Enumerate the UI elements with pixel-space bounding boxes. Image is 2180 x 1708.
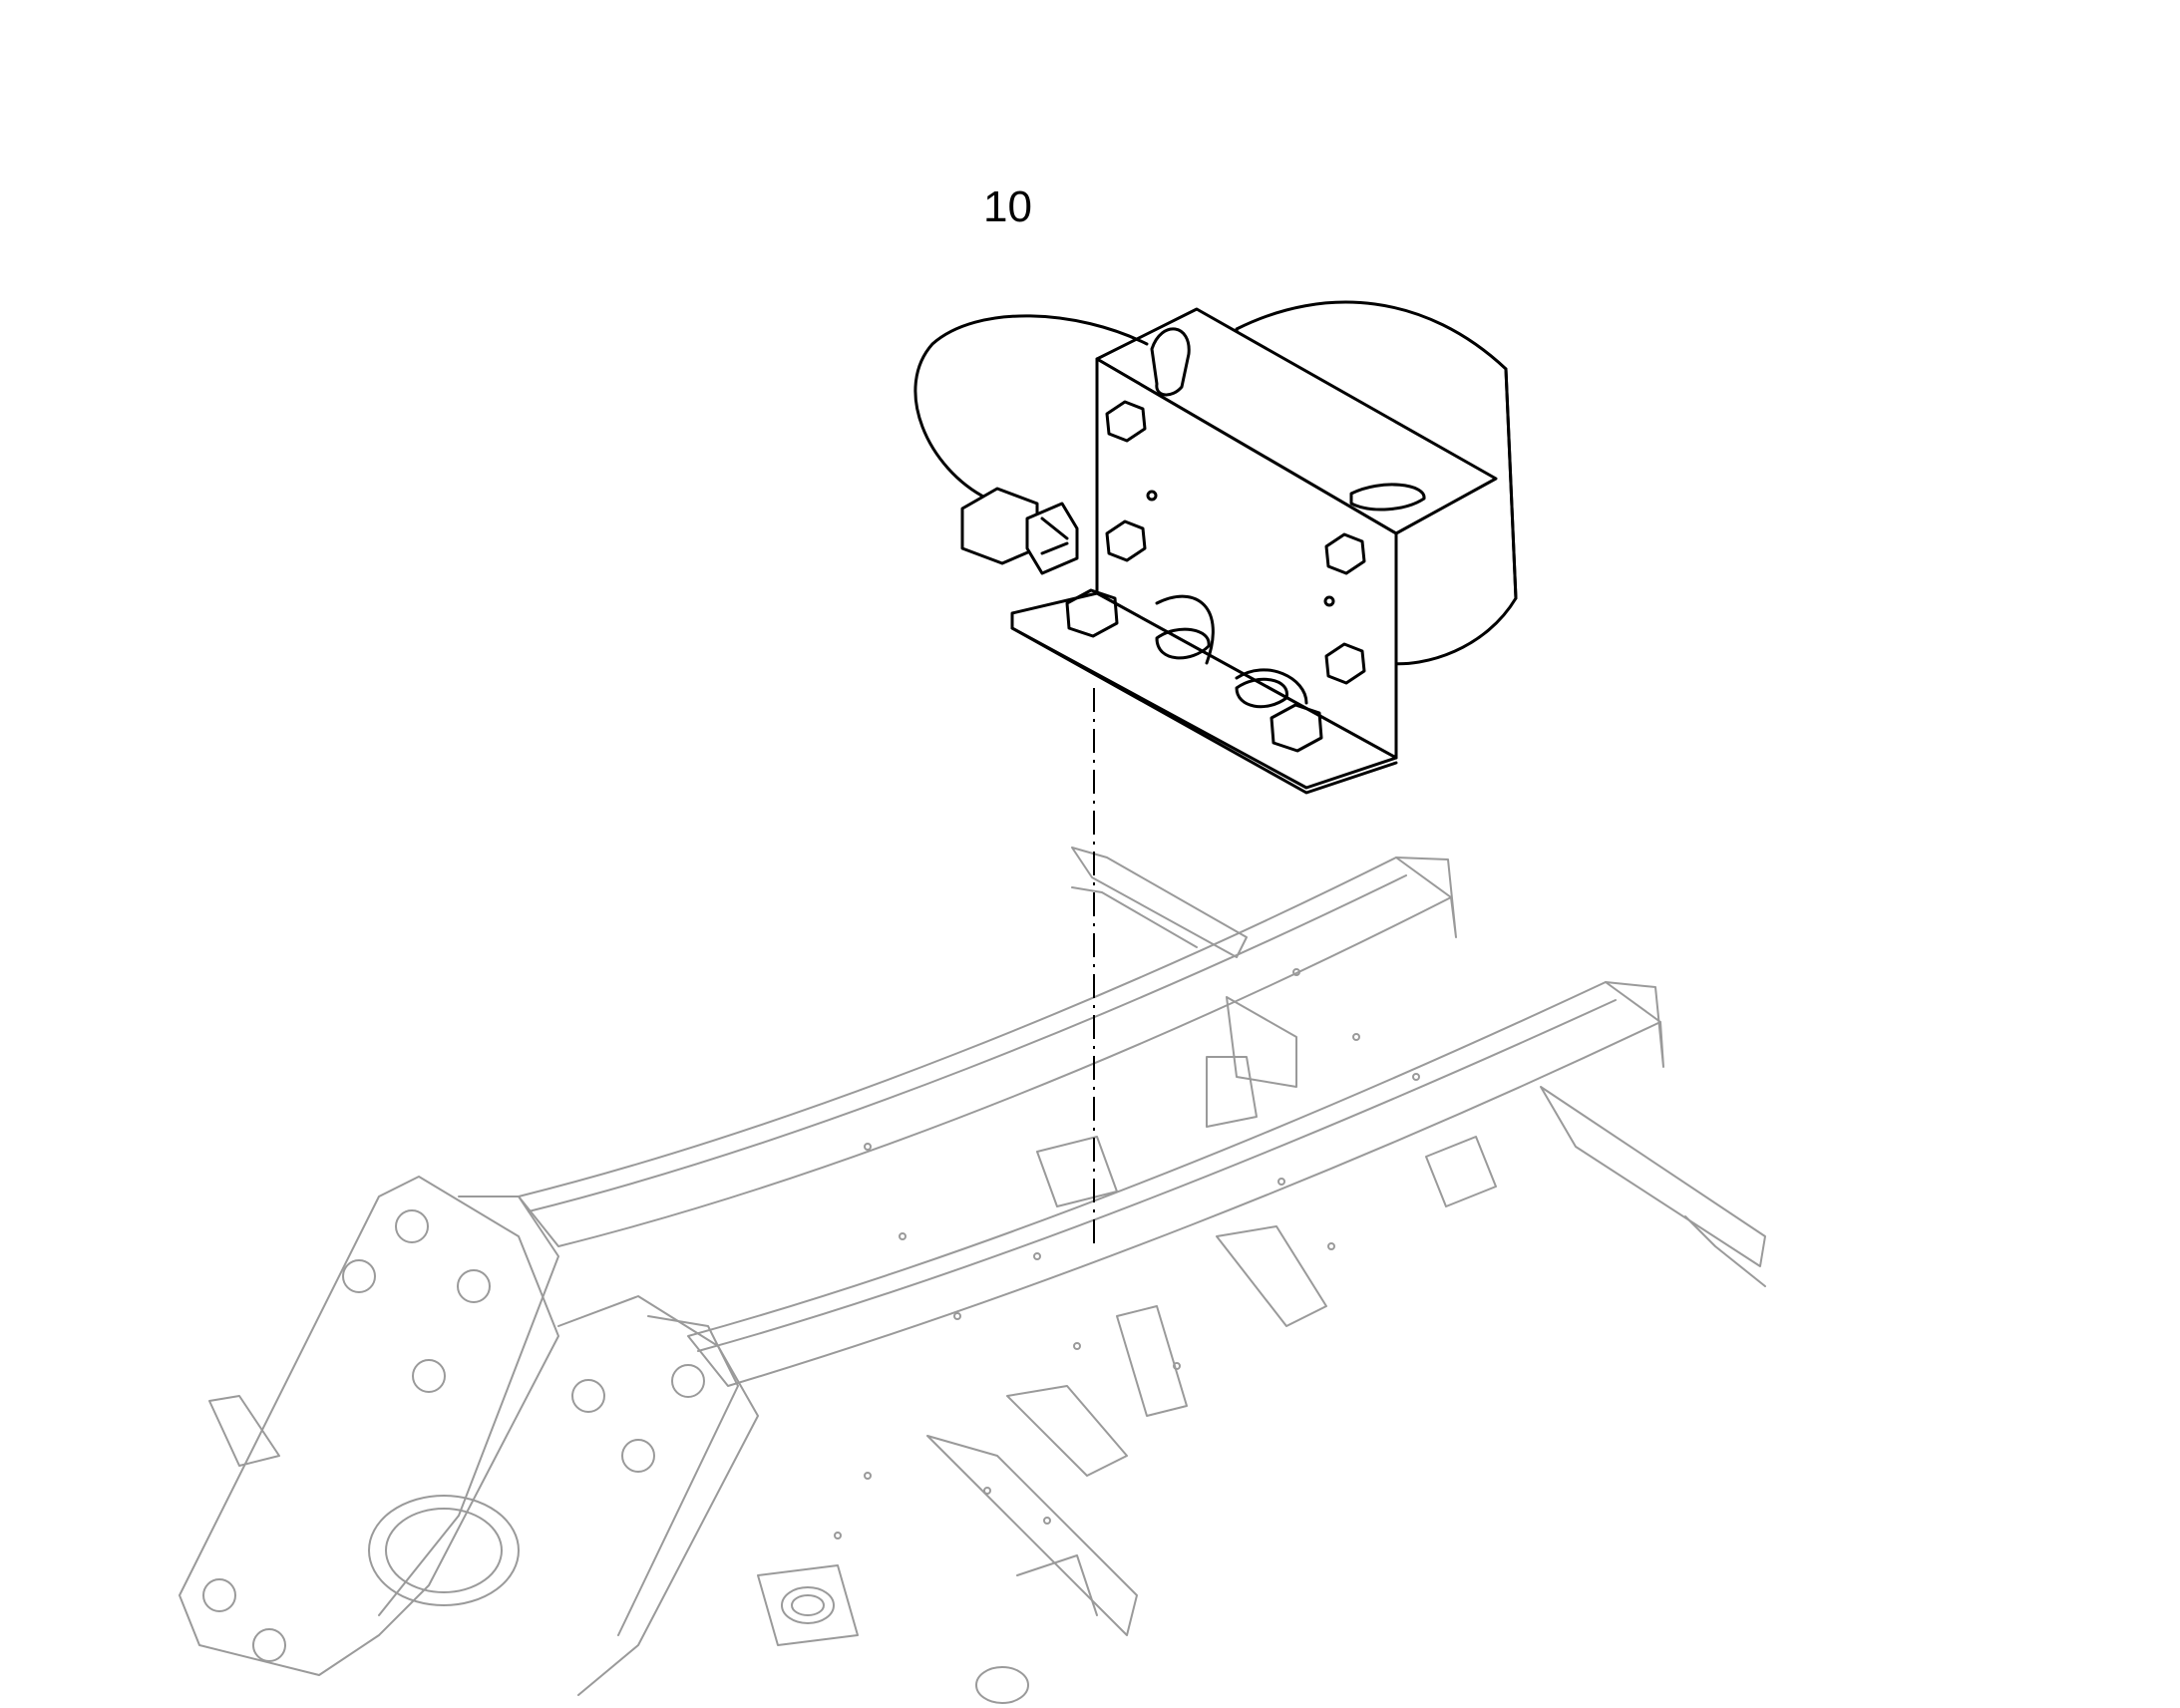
bolt-icon (1324, 642, 1366, 685)
alarm-assembly (913, 300, 1518, 795)
chassis-frame (179, 847, 1766, 1704)
bolt-icon (1105, 519, 1147, 562)
cable (913, 314, 1149, 501)
connector-plug-icon (960, 487, 1079, 575)
bolt-icon (1324, 532, 1366, 575)
item-callout-10: 10 (983, 182, 1032, 231)
flange-bolt-icon (1270, 703, 1323, 753)
flange-bolt-icon (1065, 588, 1119, 638)
bolt-icon (1105, 400, 1147, 443)
